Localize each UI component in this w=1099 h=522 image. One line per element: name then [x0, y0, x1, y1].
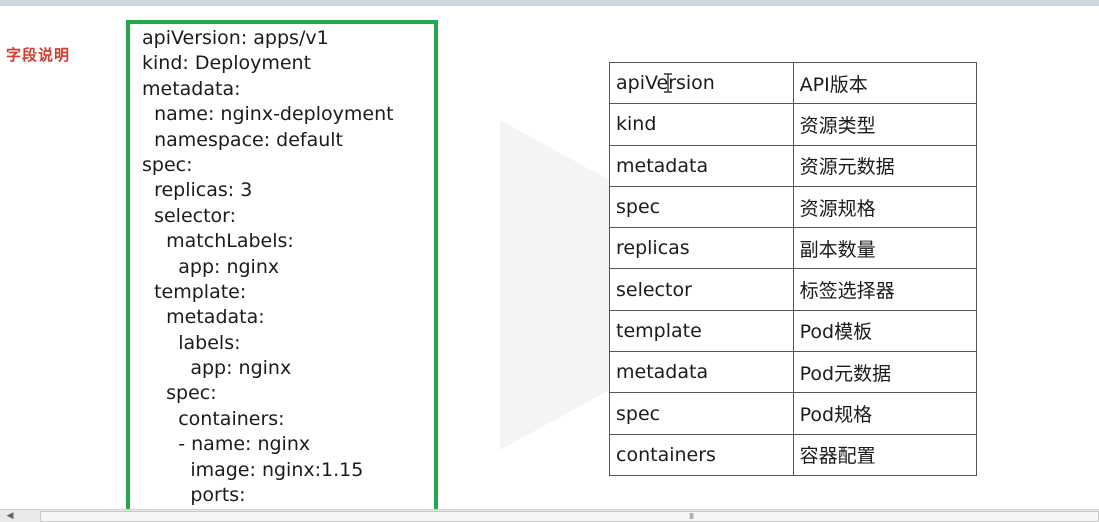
description-cell: 标签选择器 [792, 268, 978, 311]
yaml-line: spec: [142, 382, 217, 405]
yaml-line: template: [142, 280, 247, 303]
yaml-code-box: apiVersion: apps/v1 kind: Deployment met… [126, 20, 438, 520]
description-cell: Pod元数据 [792, 351, 978, 394]
text-cursor-icon [664, 73, 672, 93]
field-cell: apiVersion [609, 61, 794, 105]
field-cell: replicas [609, 227, 794, 270]
yaml-line: apiVersion: apps/v1 [142, 27, 329, 49]
top-bar [0, 0, 1099, 6]
section-label: 字段说明 [6, 46, 71, 64]
yaml-line: metadata: [142, 77, 241, 100]
description-cell: 副本数量 [792, 227, 978, 270]
description-cell: Pod规格 [792, 392, 978, 435]
field-cell: selector [609, 268, 794, 311]
yaml-line: spec: [142, 153, 193, 176]
scroll-grip-icon: III [689, 512, 694, 521]
field-cell: containers [609, 433, 794, 476]
yaml-line: app: nginx [142, 357, 292, 380]
yaml-line: name: nginx-deployment [142, 103, 394, 126]
description-cell: Pod模板 [792, 309, 978, 353]
description-cell: 资源元数据 [792, 144, 978, 187]
yaml-line: selector: [142, 204, 237, 227]
yaml-line: ports: [142, 484, 246, 507]
horizontal-scrollbar[interactable]: ◀ III [0, 509, 1099, 522]
yaml-line: metadata: [142, 306, 265, 329]
description-cell: 容器配置 [792, 433, 978, 476]
yaml-line: containers: [142, 407, 285, 430]
yaml-line: - name: nginx [142, 433, 311, 456]
yaml-line: image: nginx:1.15 [142, 458, 364, 481]
description-cell: 资源规格 [792, 185, 978, 229]
field-cell: metadata [609, 351, 794, 394]
scrollbar-thumb[interactable]: III [40, 511, 1099, 522]
field-cell: metadata [609, 144, 794, 187]
description-cell: 资源类型 [792, 103, 978, 146]
yaml-line: replicas: 3 [142, 179, 253, 202]
field-cell: template [609, 309, 794, 353]
yaml-line: matchLabels: [142, 230, 294, 253]
yaml-line: kind: Deployment [142, 52, 312, 75]
scroll-left-arrow-icon[interactable]: ◀ [6, 511, 14, 521]
field-cell: spec [609, 392, 794, 435]
description-cell: API版本 [792, 61, 978, 105]
yaml-line: namespace: default [142, 128, 343, 151]
yaml-line: app: nginx [142, 255, 280, 278]
field-cell: kind [609, 103, 794, 146]
yaml-line: labels: [142, 331, 241, 354]
field-cell: spec [609, 185, 794, 229]
